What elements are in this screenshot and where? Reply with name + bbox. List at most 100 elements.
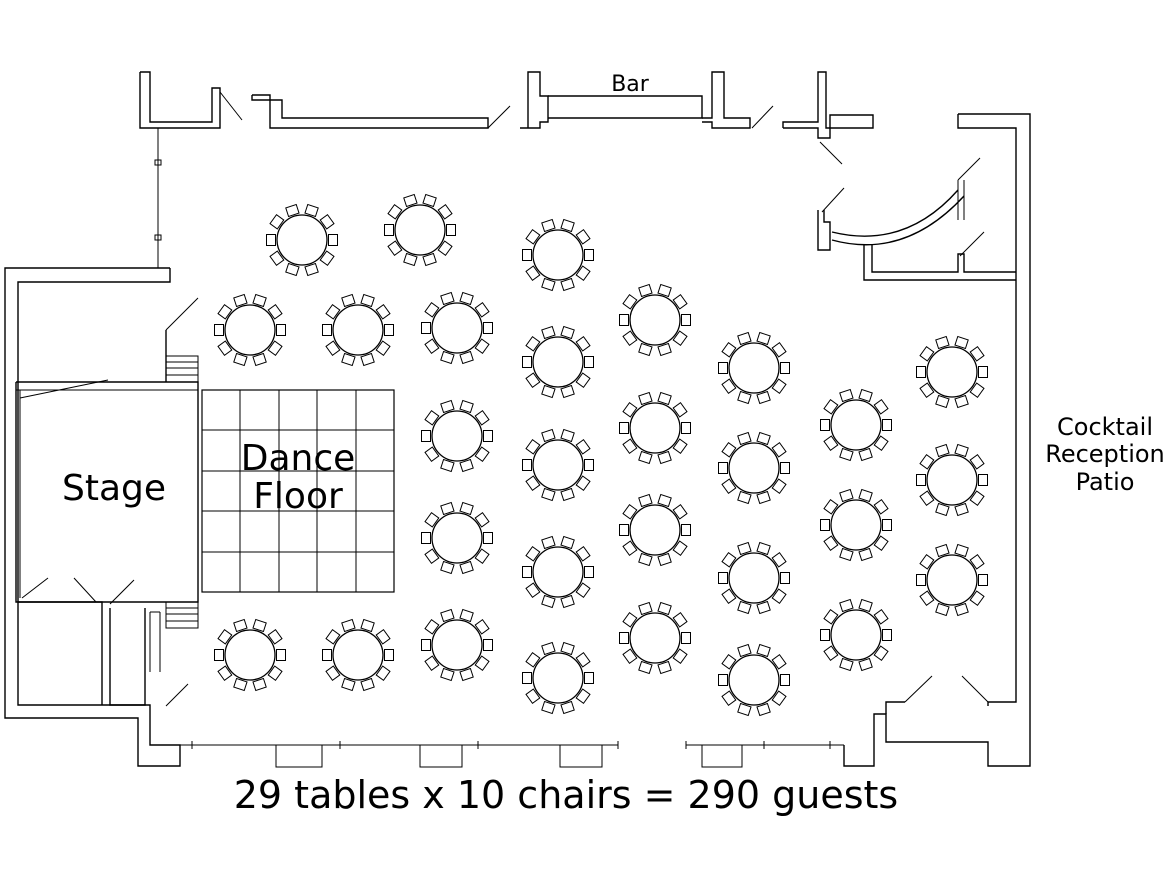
chair — [919, 382, 935, 398]
table-top — [629, 402, 681, 454]
chair — [459, 560, 474, 575]
chair — [919, 554, 935, 570]
chair — [474, 548, 490, 564]
chair — [267, 304, 283, 320]
chair — [483, 430, 493, 442]
chair — [525, 688, 541, 704]
chair — [873, 499, 889, 515]
table-top — [532, 439, 584, 491]
chair — [672, 612, 688, 628]
chair — [522, 249, 532, 261]
chair — [681, 524, 691, 536]
chair — [919, 590, 935, 606]
chair — [459, 667, 474, 682]
bar-label: Bar — [611, 72, 650, 97]
chair — [276, 324, 286, 336]
chair — [233, 618, 248, 633]
chair — [978, 366, 988, 378]
chair — [384, 649, 394, 661]
chair — [916, 366, 926, 378]
chair — [584, 356, 594, 368]
chair — [756, 431, 771, 446]
table-top — [332, 629, 384, 681]
table-top — [532, 652, 584, 704]
table-2 — [384, 193, 456, 267]
chair — [341, 677, 356, 692]
chair — [328, 234, 338, 246]
chair — [858, 547, 873, 562]
table-top — [728, 442, 780, 494]
chair — [858, 657, 873, 672]
table-top — [224, 304, 276, 356]
chair — [424, 512, 440, 528]
chair — [839, 388, 854, 403]
table-top — [926, 554, 978, 606]
chair — [525, 439, 541, 455]
chair — [935, 502, 950, 517]
chair — [319, 250, 335, 266]
chair — [384, 324, 394, 336]
chair — [935, 335, 950, 350]
chair — [619, 314, 629, 326]
chair — [935, 543, 950, 558]
chair — [560, 384, 575, 399]
right-wing: Cocktail Reception Patio — [817, 113, 1165, 767]
table-16 — [820, 388, 892, 462]
chair — [638, 391, 653, 406]
chair — [638, 660, 653, 675]
chair — [304, 203, 319, 218]
chair — [252, 677, 267, 692]
table-top — [276, 214, 328, 266]
table-12 — [421, 501, 493, 575]
chair — [771, 442, 787, 458]
chair — [771, 690, 787, 706]
chair — [672, 504, 688, 520]
dance-floor-label-line2: Floor — [253, 476, 343, 517]
chair — [459, 291, 474, 306]
chair — [522, 566, 532, 578]
table-top — [728, 552, 780, 604]
chair — [622, 612, 638, 628]
chair — [935, 394, 950, 409]
chair — [319, 214, 335, 230]
chair — [756, 600, 771, 615]
chair — [737, 431, 752, 446]
table-top — [926, 346, 978, 398]
chair — [437, 240, 453, 256]
table-24 — [322, 618, 394, 692]
patio-label-line1: Cocktail — [1057, 413, 1153, 441]
chair — [820, 629, 830, 641]
chair — [560, 428, 575, 443]
table-5 — [421, 291, 493, 365]
chair — [969, 382, 985, 398]
table-top — [532, 229, 584, 281]
chair — [440, 291, 455, 306]
chair — [474, 338, 490, 354]
table-6 — [522, 218, 594, 292]
chair — [560, 700, 575, 715]
chair — [474, 410, 490, 426]
chair — [560, 487, 575, 502]
chair — [424, 446, 440, 462]
chair — [421, 430, 431, 442]
chair — [375, 340, 391, 356]
chair — [858, 598, 873, 613]
chair — [672, 330, 688, 346]
table-top — [431, 410, 483, 462]
chair — [424, 619, 440, 635]
chair — [820, 519, 830, 531]
table-14 — [619, 493, 691, 567]
table-top — [728, 342, 780, 394]
table-18 — [522, 535, 594, 609]
chair — [325, 629, 341, 645]
chair — [440, 458, 455, 473]
chair — [424, 655, 440, 671]
chair — [560, 325, 575, 340]
chair — [541, 218, 556, 233]
chair — [638, 283, 653, 298]
table-15 — [718, 431, 790, 505]
chair — [541, 325, 556, 340]
table-22 — [916, 443, 988, 517]
table-20 — [718, 541, 790, 615]
